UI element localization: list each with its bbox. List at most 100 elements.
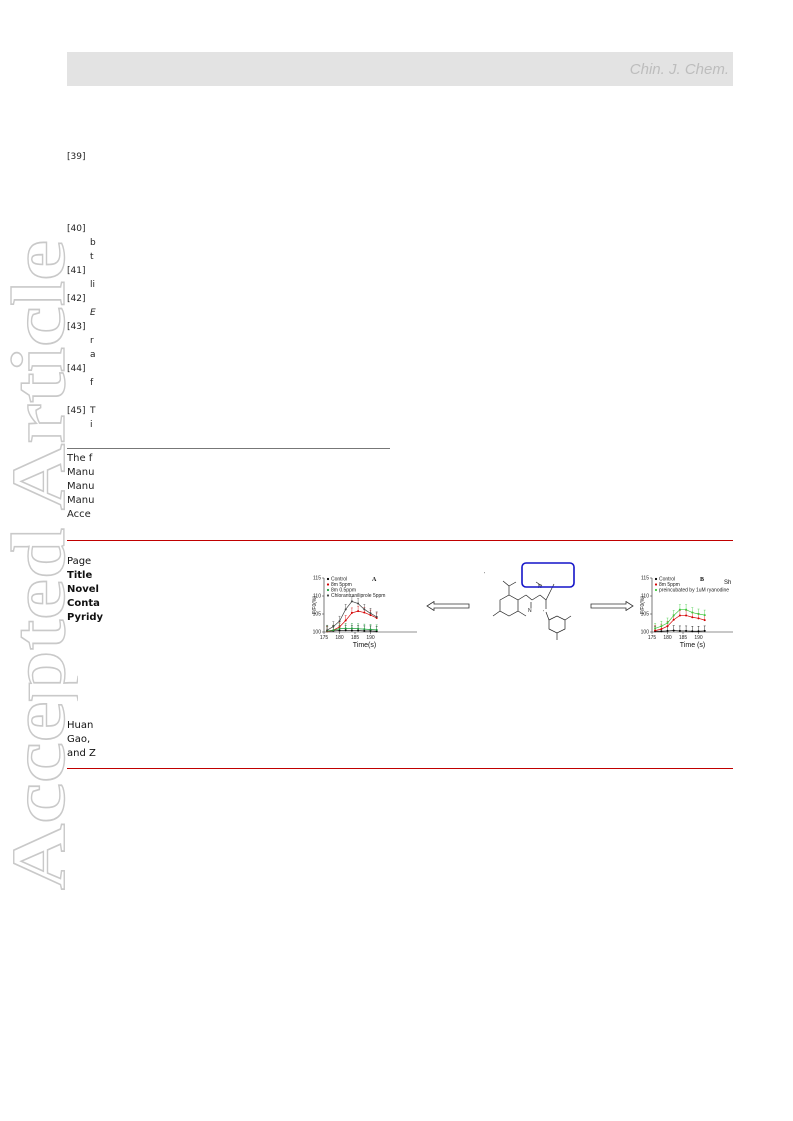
reference-40-line: b	[90, 238, 96, 248]
data-point	[660, 628, 663, 631]
data-point	[357, 627, 360, 630]
data-point	[338, 629, 341, 632]
data-point	[344, 619, 347, 622]
data-point	[697, 630, 700, 633]
footnote-line: Acce	[67, 509, 91, 520]
data-point	[666, 622, 669, 624]
x-tick-label: 175	[320, 635, 329, 641]
data-point	[660, 630, 663, 633]
x-axis-label: Time (s)	[680, 642, 705, 649]
graphical-abstract-top-rule	[67, 540, 733, 541]
y-tick-label: 115	[641, 576, 649, 582]
ga-author-line: Gao,	[67, 734, 91, 745]
y-tick-label: 105	[641, 612, 650, 618]
data-point	[685, 629, 688, 632]
data-point	[363, 628, 366, 631]
data-point	[703, 619, 706, 622]
reference-44-number: [44]	[67, 364, 86, 374]
data-point	[691, 616, 694, 619]
data-point	[666, 625, 669, 628]
data-point	[350, 611, 353, 614]
data-point	[697, 613, 700, 615]
y-tick-label: 110	[313, 594, 321, 600]
x-tick-label: 190	[366, 635, 375, 641]
legend-label: 8m 5ppm	[331, 582, 352, 588]
data-point	[338, 620, 341, 623]
chart-title: A	[372, 577, 377, 583]
legend-label: Chlorantraniliprole 5ppm	[331, 593, 385, 599]
legend-marker	[654, 588, 658, 592]
reference-41-line: li	[90, 280, 96, 290]
data-point	[672, 618, 675, 621]
reference-45-line: i	[90, 420, 93, 430]
data-point	[703, 614, 706, 617]
accepted-article-watermark: Accepted Article	[0, 230, 82, 890]
data-point	[678, 629, 681, 632]
ga-author-line: and Z	[67, 748, 96, 759]
watermark-text: Accepted Article	[0, 240, 78, 890]
data-point	[697, 617, 700, 620]
y-axis-label: F/F0(%)	[312, 596, 318, 614]
x-axis-label: Time(s)	[353, 642, 376, 649]
data-point	[660, 625, 663, 628]
svg-text:': '	[543, 610, 544, 616]
data-point	[350, 629, 353, 632]
data-point	[363, 629, 366, 632]
legend-marker	[654, 577, 658, 581]
legend-label: Control	[331, 577, 347, 583]
svg-text:': '	[484, 572, 485, 578]
chart-extra-label: Sh	[724, 580, 731, 586]
y-tick-label: 105	[313, 612, 322, 618]
reference-41-number: [41]	[67, 266, 86, 276]
data-point	[678, 608, 681, 611]
data-point	[375, 630, 378, 633]
chart-title: B	[700, 577, 704, 583]
reference-40-line: t	[90, 252, 94, 262]
legend-label: preincubated by 1uM ryanodine	[659, 588, 729, 594]
data-point	[350, 627, 353, 630]
legend-label: Control	[659, 577, 675, 583]
data-point	[332, 625, 335, 628]
data-point	[369, 614, 372, 617]
ga-title-line: Conta	[67, 598, 100, 609]
x-tick-label: 175	[648, 635, 657, 641]
data-point	[344, 629, 347, 632]
y-tick-label: 115	[313, 576, 321, 582]
chemical-structure-svg: ' N ' N	[484, 562, 575, 640]
data-point	[344, 608, 347, 611]
data-point	[350, 600, 353, 603]
journal-name: Chin. J. Chem.	[629, 61, 729, 78]
reference-45-line: T	[90, 406, 96, 416]
data-point	[369, 629, 372, 632]
data-point	[369, 612, 372, 615]
y-axis-label: F/F0(%)	[640, 596, 646, 614]
data-point	[375, 615, 378, 618]
x-tick-label: 180	[663, 635, 672, 641]
journal-header-bar: Chin. J. Chem.	[67, 52, 733, 86]
legend-label: 8m 0.5ppm	[331, 588, 356, 594]
reference-39-number: [39]	[67, 152, 86, 162]
highlight-box	[521, 562, 575, 588]
ga-author-line: Huan	[67, 720, 94, 731]
data-point	[654, 629, 657, 632]
chemical-structure: ' N ' N	[476, 562, 586, 649]
data-point	[338, 627, 341, 630]
x-tick-label: 185	[351, 635, 360, 641]
data-point	[369, 628, 372, 631]
y-tick-label: 110	[641, 594, 649, 600]
svg-text:N: N	[528, 608, 532, 614]
data-point	[666, 629, 669, 632]
data-point	[672, 629, 675, 632]
x-tick-label: 180	[335, 635, 344, 641]
legend-marker	[654, 583, 658, 586]
data-point	[357, 610, 360, 613]
reference-40-number: [40]	[67, 224, 86, 234]
x-tick-label: 185	[679, 635, 688, 641]
data-point	[363, 608, 366, 611]
legend-marker	[326, 583, 330, 586]
data-point	[344, 627, 347, 630]
